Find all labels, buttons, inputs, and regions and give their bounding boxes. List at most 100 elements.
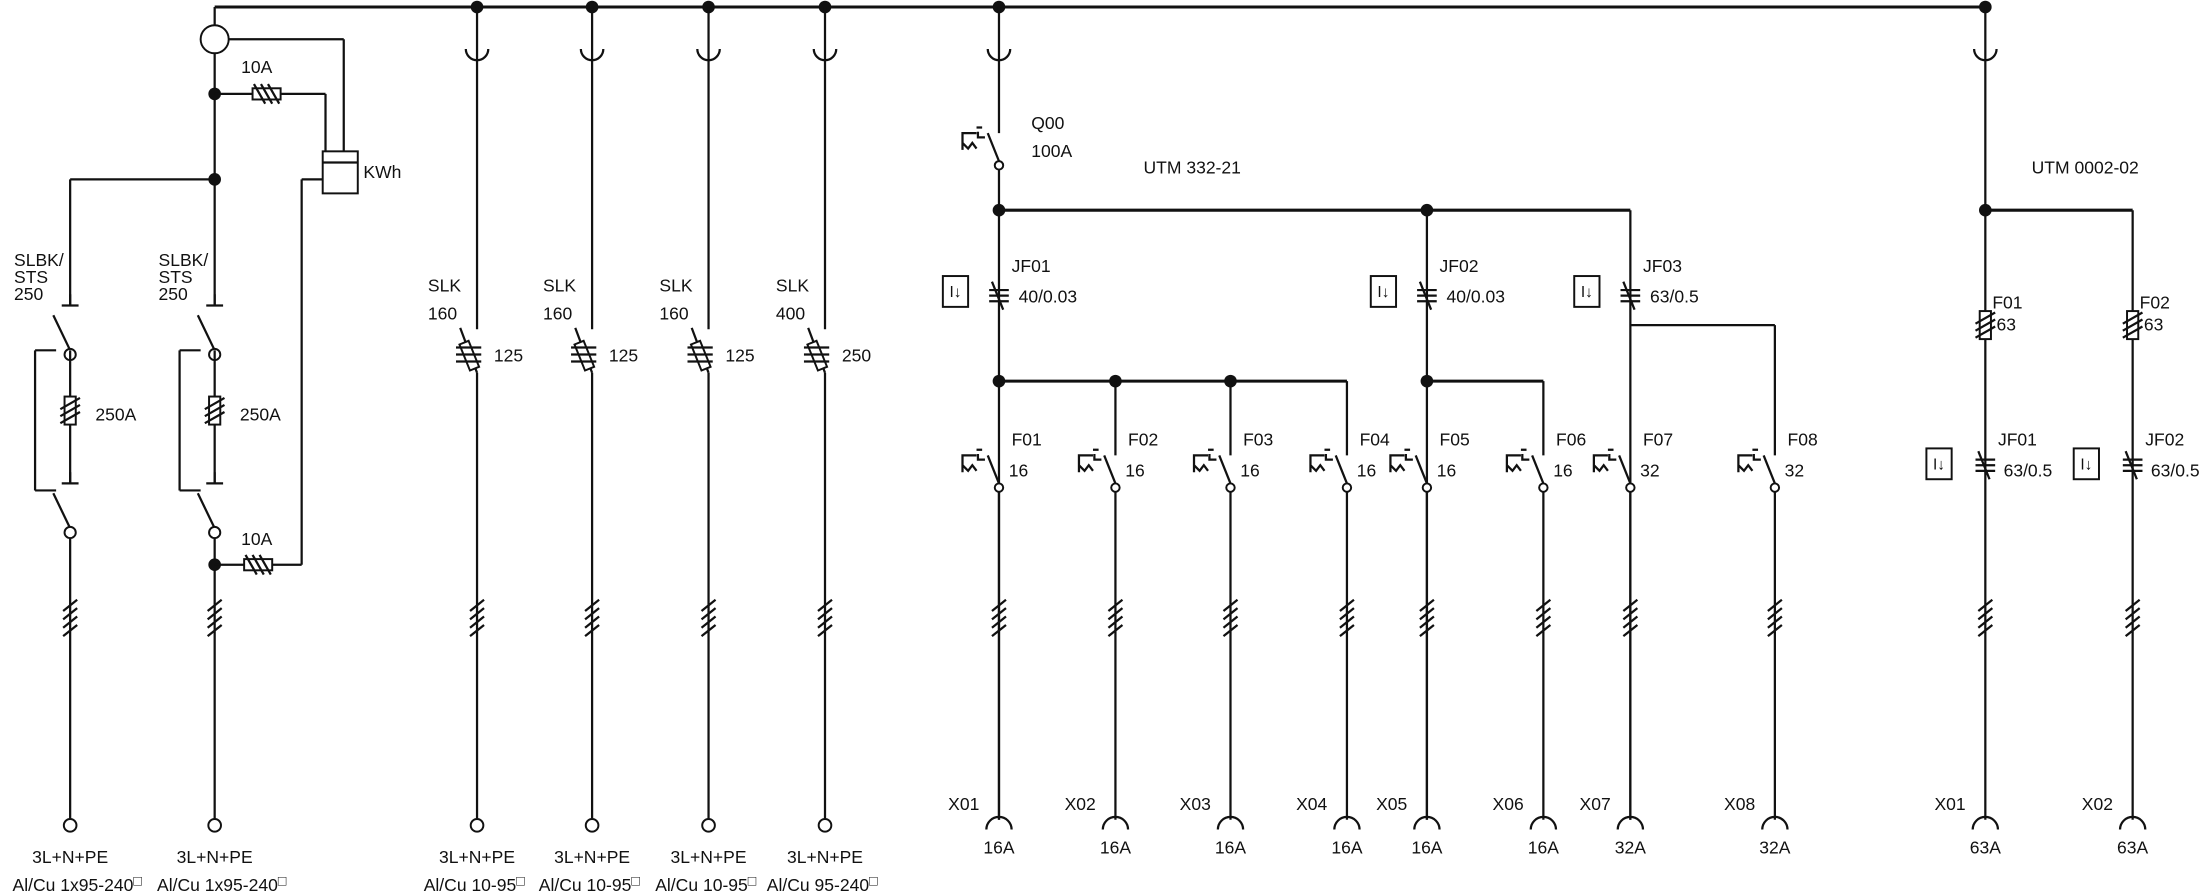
- fuse-icon: [59, 395, 81, 426]
- terminal-circle: [469, 818, 485, 833]
- terminal-circle: [701, 818, 716, 833]
- slk-size-label: 160: [428, 303, 458, 323]
- slk-type-label: SLK: [776, 275, 809, 295]
- cable-cross-section-mark: □: [133, 873, 142, 889]
- meter-fuse-icon: [243, 554, 274, 576]
- junction-dot: [1979, 203, 1992, 217]
- socket-outlet-icon: [2118, 815, 2147, 830]
- load-break-switch-icon: [196, 294, 224, 362]
- circuit-breaker-icon: [1077, 448, 1121, 493]
- cable-3-phase-icon: [1339, 598, 1355, 638]
- cable-3-phase-icon: [1977, 598, 1994, 638]
- circuit-breaker-icon: [1192, 448, 1236, 493]
- plug-connector-icon: [579, 48, 605, 62]
- terminal-circle: [584, 818, 600, 833]
- cable-3-phase-icon: [469, 598, 485, 638]
- fuse-rating: 63: [1997, 315, 2016, 335]
- socket-outlet-icon: [1216, 815, 1245, 830]
- socket-rating: 16A: [1331, 837, 1363, 857]
- breaker-id: F02: [1128, 430, 1158, 450]
- load-break-switch-icon: [52, 294, 79, 362]
- main-breaker-icon: [961, 126, 1005, 171]
- meter-fuse-icon: [251, 83, 282, 105]
- slk-type-label: SLK: [428, 275, 461, 295]
- breaker-rating: 16: [1240, 460, 1259, 480]
- cable-size-label: Al/Cu 10-95□: [655, 873, 757, 894]
- fuse-icon: [2122, 310, 2144, 341]
- plug-connector-icon: [464, 48, 490, 62]
- breaker-id: F07: [1643, 430, 1673, 450]
- terminal-circle: [207, 818, 222, 833]
- socket-outlet-icon: [1761, 815, 1789, 830]
- cable-type-label: 3L+N+PE: [439, 847, 515, 867]
- residual-current-icon: I↓: [1369, 275, 1398, 308]
- cable-cross-section-mark: □: [748, 873, 757, 889]
- cable-size-label: Al/Cu 95-240□: [767, 873, 878, 894]
- incomer-type-label: SLBK/: [14, 250, 64, 270]
- circuit-breaker-icon: [1309, 448, 1353, 493]
- plug-connector-icon: [812, 48, 838, 62]
- meter-fuse-label: 10A: [241, 529, 273, 549]
- rcbo-breaker-icon: [1975, 450, 1996, 480]
- slk-size-label: 400: [776, 303, 806, 323]
- current-transformer-icon: [199, 24, 230, 55]
- meter-label: KWh: [363, 162, 401, 182]
- rcd-rating: 63/0.5: [2004, 460, 2053, 480]
- fuse-switch-disconnector-icon: [803, 327, 830, 374]
- circuit-breaker-icon: [1505, 448, 1549, 493]
- incomer-fuse-label: 250A: [240, 404, 281, 424]
- socket-rating: 16A: [983, 837, 1015, 857]
- rcd-symbol: I↓: [2080, 456, 2092, 473]
- socket-id: X06: [1493, 794, 1524, 814]
- incomer-fuse-label: 250A: [95, 404, 136, 424]
- slk-size-label: 160: [659, 303, 689, 323]
- breaker-rating: 32: [1640, 460, 1659, 480]
- slk-fuse-label: 250: [842, 346, 872, 366]
- rcd-symbol: I↓: [1377, 284, 1389, 301]
- plug-connector-icon: [696, 48, 721, 62]
- rcd-symbol: I↓: [1581, 284, 1593, 301]
- cable-cross-section-mark: □: [516, 873, 525, 889]
- breaker-rating: 16: [1437, 460, 1456, 480]
- breaker-id: F06: [1556, 430, 1586, 450]
- breaker-rating: 16: [1553, 460, 1572, 480]
- cable-size-label: Al/Cu 1x95-240□: [13, 873, 143, 894]
- incomer-type-label: STS: [14, 267, 48, 287]
- cable-size-label: Al/Cu 10-95□: [539, 873, 641, 894]
- breaker-id: F04: [1360, 430, 1390, 450]
- rcd-id: JF02: [1440, 256, 1479, 276]
- main-breaker-id: Q00: [1031, 113, 1064, 133]
- cable-type-label: 3L+N+PE: [671, 847, 747, 867]
- wiring: I↓I↓I↓I↓I↓: [33, 0, 2147, 833]
- slk-size-label: 160: [543, 303, 573, 323]
- incomer-type-label: STS: [159, 267, 193, 287]
- cable-size-label: Al/Cu 10-95□: [424, 873, 526, 894]
- enclosure-title: UTM 332-21: [1143, 158, 1240, 178]
- cable-size-label: Al/Cu 1x95-240□: [157, 873, 287, 894]
- rcbo-breaker-icon: [2122, 450, 2143, 480]
- residual-current-icon: I↓: [941, 275, 970, 308]
- socket-rating: 63A: [1970, 837, 2002, 857]
- socket-rating: 32A: [1615, 837, 1647, 857]
- cable-3-phase-icon: [2124, 598, 2141, 638]
- socket-rating: 63A: [2117, 837, 2149, 857]
- circuit-breaker-icon: [1737, 448, 1781, 493]
- terminal-circle: [817, 818, 833, 833]
- load-break-switch-icon: [52, 472, 79, 540]
- main-breaker-rating: 100A: [1031, 141, 1072, 161]
- incomer-rating-label: 250: [159, 284, 189, 304]
- socket-id: X07: [1580, 794, 1611, 814]
- fuse-id: F01: [1992, 292, 2022, 312]
- slk-fuse-label: 125: [609, 346, 638, 366]
- cable-cross-section-mark: □: [869, 873, 878, 889]
- rcbo-breaker-icon: [1417, 281, 1437, 311]
- rcd-id: JF01: [1998, 430, 2037, 450]
- breaker-id: F05: [1440, 430, 1470, 450]
- cable-type-label: 3L+N+PE: [787, 847, 863, 867]
- socket-id: X04: [1296, 794, 1327, 814]
- incomer-rating-label: 250: [14, 284, 44, 304]
- slk-type-label: SLK: [543, 275, 576, 295]
- socket-rating: 16A: [1528, 837, 1560, 857]
- residual-current-icon: I↓: [1573, 275, 1601, 308]
